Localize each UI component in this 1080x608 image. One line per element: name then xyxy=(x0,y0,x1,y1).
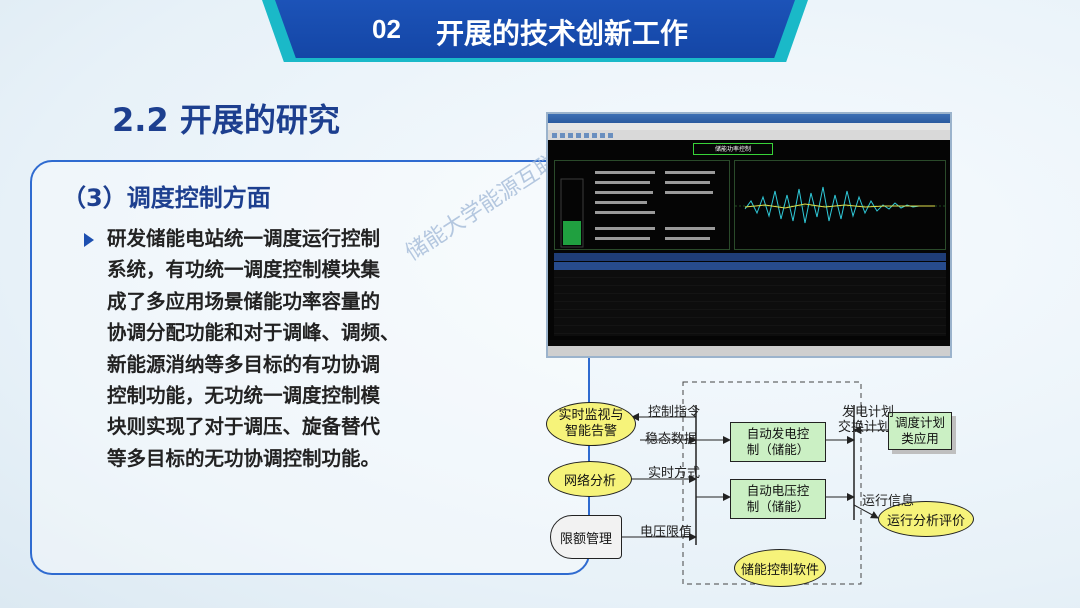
bullet-line: 成了多应用场景储能功率容量的 xyxy=(107,289,381,313)
bullet-line: 等多目标的无功协调控制功能。 xyxy=(107,446,381,470)
bullet-arrow-icon xyxy=(84,233,94,247)
screenshot-menubar xyxy=(548,123,950,130)
node-agc: 自动发电控制（储能） xyxy=(730,422,826,462)
screenshot-data-table xyxy=(554,262,946,336)
node-realtime-monitor: 实时监视与智能告警 xyxy=(546,402,636,446)
node-avc: 自动电压控制（储能） xyxy=(730,479,826,519)
slide-header: 02 开展的技术创新工作 xyxy=(0,0,1080,62)
screenshot-header-label: 储能功率控制 xyxy=(693,143,773,155)
bullet-text: 研发储能电站统一调度运行控制 系统，有功统一调度控制模块集 成了多应用场景储能功… xyxy=(107,223,400,474)
label-control-cmd: 控制指令 xyxy=(648,405,701,420)
label-gen-plan: 发电计划 xyxy=(842,405,895,420)
soc-gauge xyxy=(560,171,715,248)
bullet-line: 系统，有功统一调度控制模块集 xyxy=(107,258,381,282)
screenshot-toolbar xyxy=(548,130,950,140)
bullet-line: 协调分配功能和对于调峰、调频、 xyxy=(107,321,400,345)
node-network-analysis: 网络分析 xyxy=(548,461,632,497)
label-run-info: 运行信息 xyxy=(862,494,915,509)
label-steady-data: 稳态数据 xyxy=(645,432,698,447)
node-limit-management: 限额管理 xyxy=(550,515,622,559)
bullet-line: 研发储能电站统一调度运行控制 xyxy=(107,227,381,250)
screenshot-titlebar xyxy=(548,114,950,123)
screenshot-statusbar xyxy=(548,346,950,356)
screenshot-control-panel xyxy=(554,160,730,250)
trend-plot xyxy=(735,186,947,224)
subsection-title: （3）调度控制方面 xyxy=(62,184,271,212)
software-screenshot: 储能功率控制 xyxy=(546,112,952,358)
screenshot-tab-bar xyxy=(554,253,946,261)
bullet-line: 块则实现了对于调压、旋备替代 xyxy=(107,415,381,439)
label-voltage-limit: 电压限值 xyxy=(640,525,693,540)
bullet-line: 新能源消纳等多目标的有功协调 xyxy=(107,352,381,376)
node-ops-evaluation: 运行分析评价 xyxy=(878,501,974,537)
node-storage-software: 储能控制软件 xyxy=(734,549,826,587)
header-title: 开展的技术创新工作 xyxy=(436,17,689,50)
screenshot-body: 储能功率控制 xyxy=(548,140,950,340)
node-schedule-app: 调度计划类应用 xyxy=(888,412,952,450)
label-realtime-mode: 实时方式 xyxy=(648,466,701,481)
label-exchange-plan: 交换计划 xyxy=(838,420,891,435)
bullet-line: 控制功能，无功统一调度控制模 xyxy=(107,384,381,408)
content-card xyxy=(30,160,590,575)
section-title: 2.2 开展的研究 xyxy=(112,101,340,139)
screenshot-trend-chart xyxy=(734,160,947,250)
header-number: 02 xyxy=(372,14,401,44)
header-band xyxy=(275,0,795,58)
